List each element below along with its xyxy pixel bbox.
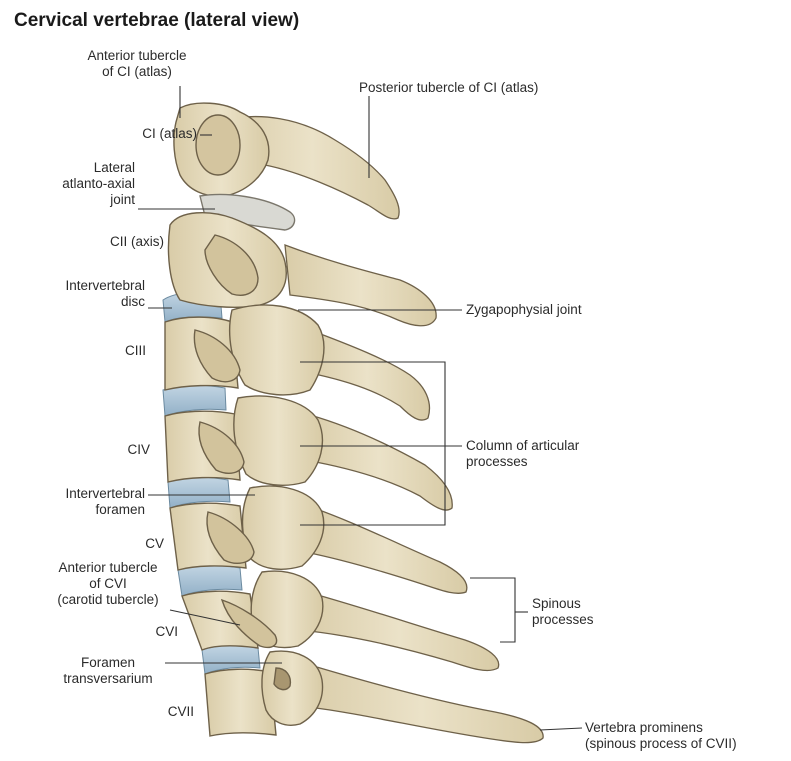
leader-spinous-processes: [470, 577, 516, 643]
ciii-transverse: [193, 329, 241, 383]
label-civ: CIV: [127, 442, 150, 457]
ciii-pillar: [229, 304, 325, 396]
civ-transverse: [198, 421, 245, 474]
label-cvii: CVII: [167, 704, 194, 719]
cii-spinous-process: [284, 244, 437, 327]
ciii-spinous-process: [304, 329, 431, 421]
cvi-anterior-tubercle: [220, 598, 278, 649]
label-ci-atlas: CI (atlas): [142, 126, 197, 141]
cvii-spinous-process: [299, 661, 544, 744]
leader-column-articular: [300, 361, 446, 526]
civ-spinous-process: [304, 414, 453, 511]
label-zygapophysial-joint: Zygapophysial joint: [466, 302, 582, 317]
cvii-body: [204, 668, 277, 737]
cvi-spinous-process: [299, 589, 500, 672]
civ-pillar: [233, 395, 324, 486]
leader-anterior-tubercle-cvi: [169, 609, 241, 626]
diagram-title: Cervical vertebrae (lateral view): [14, 10, 300, 31]
cvii-pillar: [261, 650, 324, 726]
vertebrae-group: [164, 102, 325, 737]
label-posterior-tubercle-ci: Posterior tubercle of CI (atlas): [359, 80, 539, 95]
cv-transverse: [206, 511, 255, 564]
cv-pillar: [241, 485, 325, 570]
label-ciii: CIII: [124, 343, 146, 358]
label-cii-axis: CII (axis): [110, 234, 164, 249]
label-cv: CV: [145, 536, 164, 551]
ci-posterior-arch: [223, 115, 400, 220]
leader-lines: [138, 86, 583, 731]
spinous-processes-group: [223, 115, 544, 744]
label-cvi: CVI: [155, 624, 178, 639]
cv-spinous-process: [304, 504, 468, 594]
foramen-transversarium-hole: [273, 667, 292, 691]
label-vertebra-prominens: Vertebra prominens(spinous process of CV…: [585, 720, 737, 751]
cii-pillar: [204, 234, 259, 296]
ci-facet: [195, 114, 241, 176]
leader-vertebra-prominens: [539, 727, 583, 731]
